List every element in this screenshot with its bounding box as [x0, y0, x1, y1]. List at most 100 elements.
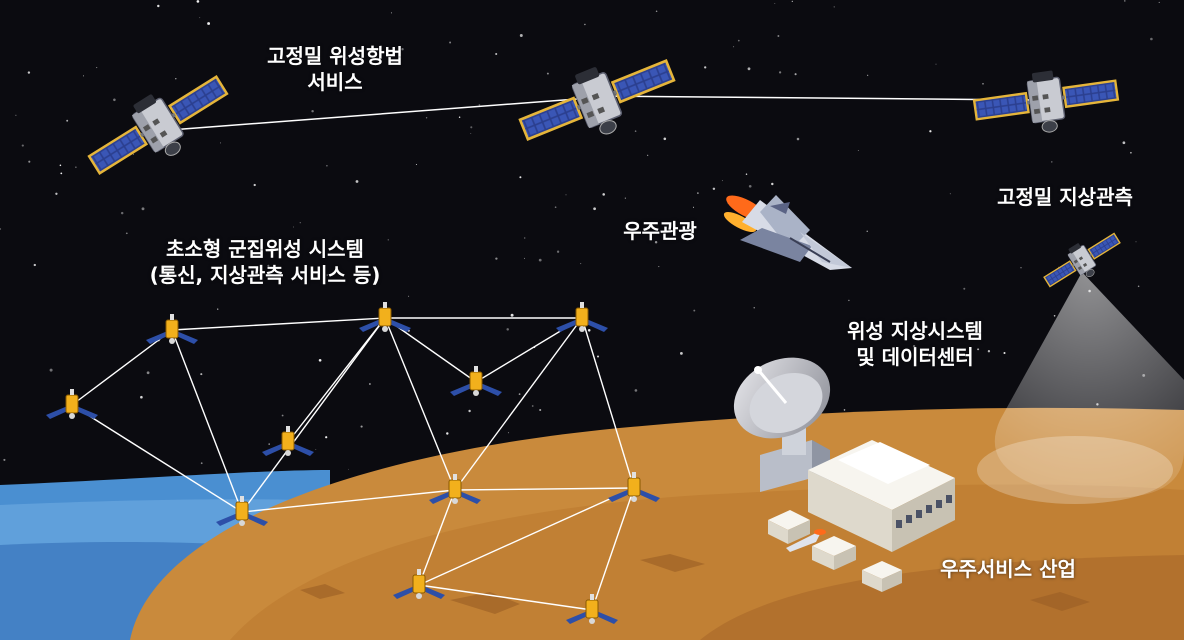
star: [125, 232, 128, 235]
star: [495, 52, 498, 56]
star: [941, 324, 943, 327]
star: [963, 287, 966, 290]
star: [922, 325, 925, 327]
star: [777, 35, 780, 37]
star: [1051, 161, 1053, 163]
star: [83, 75, 84, 77]
satellite-dish-icon: [733, 357, 831, 492]
star: [519, 34, 523, 37]
star: [796, 137, 800, 141]
star: [778, 71, 782, 74]
star: [1137, 285, 1140, 288]
star: [59, 164, 62, 167]
star: [21, 144, 24, 147]
star: [470, 126, 473, 129]
star: [693, 309, 696, 312]
star: [518, 393, 521, 395]
star: [0, 228, 2, 230]
star: [712, 187, 716, 191]
star: [697, 192, 699, 194]
ground-system-label: 위성 지상시스템 및 데이터센터: [847, 319, 983, 369]
star: [747, 67, 751, 71]
star: [199, 17, 201, 19]
star: [132, 153, 134, 155]
precision-observation-label: 고정밀 지상관측: [997, 185, 1133, 209]
star: [658, 266, 660, 268]
star: [28, 160, 31, 163]
star: [580, 263, 582, 265]
star: [866, 230, 868, 232]
star: [737, 39, 740, 42]
star: [141, 207, 145, 211]
star: [774, 3, 776, 5]
precision-nav-label: 고정밀 위성항법 서비스: [267, 44, 403, 94]
star: [602, 193, 605, 196]
star: [848, 299, 850, 302]
star: [60, 172, 63, 175]
star: [1130, 151, 1132, 154]
star: [217, 308, 219, 310]
star: [140, 395, 143, 399]
star: [556, 250, 560, 253]
star: [584, 23, 586, 26]
star: [299, 222, 301, 224]
star: [401, 48, 404, 51]
star: [387, 239, 389, 241]
star: [293, 226, 295, 228]
star: [96, 67, 98, 69]
star: [449, 41, 452, 44]
star: [348, 468, 350, 470]
star: [1020, 266, 1022, 269]
star: [510, 313, 514, 317]
star: [655, 10, 658, 13]
star: [1150, 37, 1153, 41]
star: [546, 72, 549, 75]
star: [680, 352, 683, 355]
nav-link-2: [599, 95, 1036, 101]
star: [200, 462, 203, 465]
nav-link-1: [169, 97, 591, 131]
star: [325, 436, 328, 439]
star: [446, 432, 449, 435]
star: [318, 358, 322, 362]
star: [1122, 141, 1126, 145]
star: [538, 258, 542, 262]
data-center-icon: [768, 440, 955, 592]
star: [565, 194, 567, 196]
star: [1124, 0, 1126, 2]
star: [253, 183, 256, 187]
star: [478, 104, 481, 106]
star: [268, 443, 270, 445]
star: [33, 263, 36, 267]
star: [286, 244, 289, 247]
star: [748, 184, 752, 188]
star: [867, 74, 869, 76]
star: [587, 329, 591, 332]
star: [120, 211, 124, 215]
star: [495, 257, 498, 260]
star: [175, 78, 177, 80]
star: [771, 182, 774, 186]
star: [794, 73, 797, 76]
star: [519, 176, 522, 179]
star: [55, 192, 58, 195]
star: [721, 180, 723, 182]
star: [647, 154, 649, 156]
star: [3, 458, 6, 461]
star: [75, 166, 77, 168]
star: [857, 149, 859, 151]
star: [368, 383, 371, 385]
star: [634, 389, 638, 392]
star: [987, 350, 991, 353]
star: [935, 63, 937, 65]
star: [157, 4, 160, 8]
star: [1003, 351, 1006, 355]
star: [315, 449, 317, 450]
star: [663, 137, 667, 141]
star: [753, 307, 755, 309]
star: [843, 409, 846, 411]
star: [554, 206, 557, 209]
star: [1026, 193, 1028, 196]
